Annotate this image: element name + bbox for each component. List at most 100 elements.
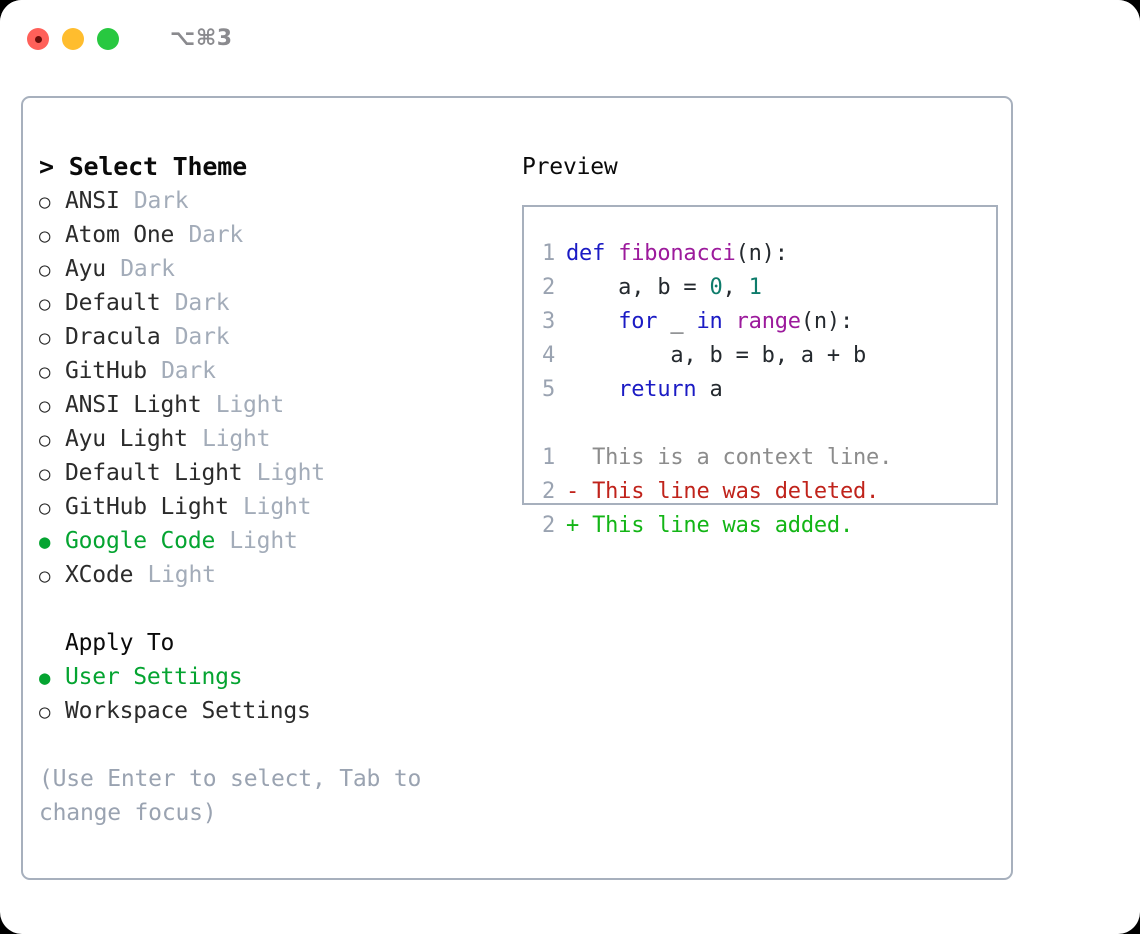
- theme-option-kind: Dark: [161, 358, 216, 384]
- theme-option-label: GitHub Light: [65, 494, 229, 520]
- diff-line-text: This is a context line.: [566, 441, 892, 475]
- radio-unselected-icon: ○: [39, 225, 51, 247]
- radio-unselected-icon: ○: [39, 327, 51, 349]
- theme-option-label: XCode: [65, 562, 134, 588]
- radio-unselected-icon: ○: [39, 259, 51, 281]
- theme-option-label: Google Code: [65, 528, 216, 554]
- code-token-fn: fibonacci: [618, 241, 736, 266]
- code-line-number: 5: [542, 377, 556, 402]
- theme-option-ansi[interactable]: ○ ANSI Dark: [39, 184, 503, 218]
- minimize-window-icon[interactable]: [62, 28, 84, 50]
- theme-option-kind: Light: [215, 392, 284, 418]
- theme-option-kind: Dark: [174, 324, 230, 350]
- apply-to-option-user-settings[interactable]: ● User Settings: [39, 660, 503, 694]
- radio-unselected-icon: ○: [39, 565, 51, 587]
- radio-unselected-icon: ○: [39, 429, 51, 451]
- code-token-num: 0: [709, 275, 723, 300]
- theme-option-kind: Dark: [120, 256, 175, 282]
- code-token-kw: return: [618, 377, 697, 402]
- list-spacer: [39, 592, 503, 626]
- theme-option-label: ANSI: [65, 188, 120, 214]
- diff-line-add: 2 + This line was added.: [524, 509, 996, 543]
- theme-option-kind: Light: [229, 528, 298, 554]
- preview-gap: [524, 407, 996, 441]
- select-theme-header: > Select Theme: [39, 152, 247, 181]
- keyboard-shortcut-label: ⌥⌘3: [170, 26, 233, 51]
- code-line: 4 a, b = b, a + b: [524, 339, 996, 373]
- theme-option-kind: Dark: [174, 290, 230, 316]
- radio-unselected-icon: ○: [39, 361, 51, 383]
- code-line-text: for _ in range(n):: [566, 305, 853, 339]
- diff-sign: [566, 445, 579, 470]
- theme-option-kind: Dark: [188, 222, 244, 248]
- code-token-plain: [723, 309, 736, 334]
- diff-line-number: 2: [542, 513, 556, 538]
- code-token-kw: in: [696, 309, 723, 334]
- theme-option-label: Default Light: [65, 460, 243, 486]
- code-token-fn: range: [735, 309, 801, 334]
- diff-line-text: - This line was deleted.: [566, 475, 879, 509]
- code-line-number: 4: [542, 343, 556, 368]
- theme-option-kind: Light: [202, 426, 271, 452]
- code-line-text: a, b = b, a + b: [566, 339, 866, 373]
- theme-option-label: ANSI Light: [65, 392, 202, 418]
- preview-header: Preview: [522, 154, 618, 180]
- radio-unselected-icon: ○: [39, 191, 51, 213]
- code-token-plain: [605, 241, 618, 266]
- theme-option-label: Default: [65, 290, 161, 316]
- code-line: 5 return a: [524, 373, 996, 407]
- theme-option-default[interactable]: ○ Default Dark: [39, 286, 503, 320]
- radio-selected-icon: ●: [39, 667, 51, 689]
- traffic-light-group: [27, 28, 119, 50]
- theme-option-label: Ayu: [65, 256, 106, 282]
- code-line-text: def fibonacci(n):: [566, 237, 788, 271]
- apply-to-title: Apply To: [65, 630, 175, 656]
- code-token-kw: for: [618, 309, 658, 334]
- theme-option-google-code[interactable]: ● Google Code Light: [39, 524, 503, 558]
- apply-to-option-label: Workspace Settings: [65, 698, 311, 724]
- code-token-num: 1: [748, 275, 762, 300]
- apply-to-option-workspace-settings[interactable]: ○Workspace Settings: [39, 694, 503, 728]
- diff-sign: -: [566, 479, 580, 504]
- theme-option-kind: Dark: [133, 188, 189, 214]
- close-window-icon[interactable]: [27, 28, 49, 50]
- code-token-plain: a, b = b, a + b: [566, 343, 867, 368]
- theme-option-kind: Light: [147, 562, 216, 588]
- theme-option-label: Atom One: [65, 222, 175, 248]
- code-token-kw: def: [566, 241, 606, 266]
- diff-text: This line was added.: [592, 513, 853, 538]
- diff-line-ctx: 1 This is a context line.: [524, 441, 996, 475]
- theme-option-xcode[interactable]: ○ XCode Light: [39, 558, 503, 592]
- apply-to-list[interactable]: ● User Settings ○Workspace Settings: [39, 660, 503, 728]
- code-token-plain: (n):: [800, 309, 854, 334]
- theme-option-atom-one[interactable]: ○ Atom One Dark: [39, 218, 503, 252]
- radio-selected-icon: ●: [39, 531, 51, 553]
- code-line: 3 for _ in range(n):: [524, 305, 996, 339]
- radio-unselected-icon: ○: [39, 497, 51, 519]
- diff-text: This line was deleted.: [592, 479, 880, 504]
- code-token-plain: a: [696, 377, 723, 402]
- diff-line-number: 2: [542, 479, 556, 504]
- diff-line-text: + This line was added.: [566, 509, 853, 543]
- code-line-text: a, b = 0, 1: [566, 271, 762, 305]
- diff-line-number: 1: [542, 445, 556, 470]
- theme-option-ayu[interactable]: ○ Ayu Dark: [39, 252, 503, 286]
- code-token-plain: [566, 309, 618, 334]
- radio-unselected-icon: ○: [39, 293, 51, 315]
- apply-to-option-label: User Settings: [65, 664, 243, 690]
- code-token-plain: (n):: [735, 241, 788, 266]
- code-token-plain: _: [657, 309, 697, 334]
- code-line-number: 3: [542, 309, 556, 334]
- theme-option-kind: Light: [256, 460, 325, 486]
- maximize-window-icon[interactable]: [97, 28, 119, 50]
